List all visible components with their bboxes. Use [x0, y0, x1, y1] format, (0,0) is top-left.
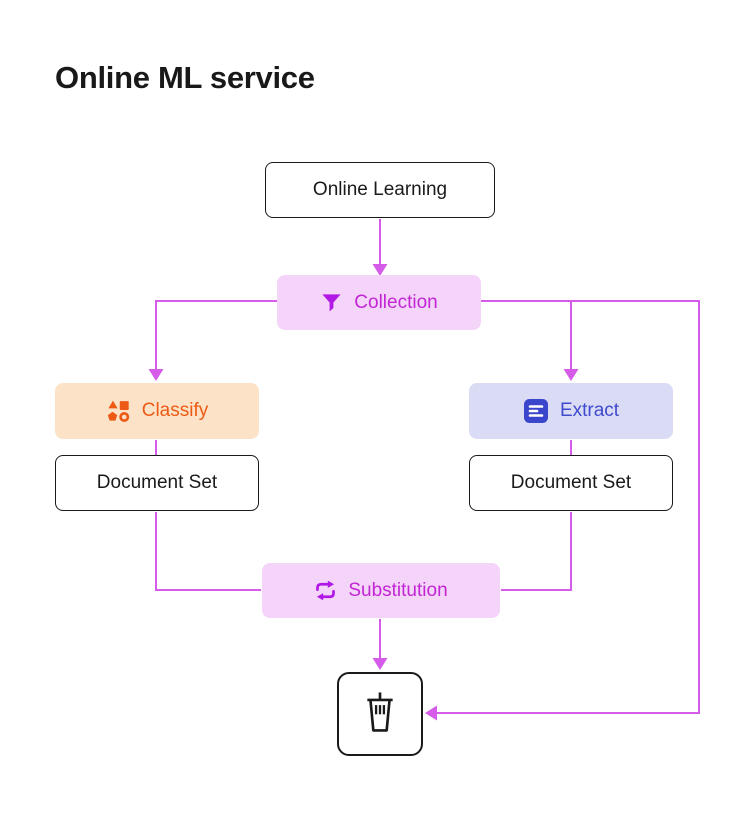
arrowhead-to-trash-side — [425, 705, 437, 721]
edge-document-set-right-to-substitution — [501, 512, 572, 591]
arrowhead-to-extract — [563, 369, 579, 381]
node-extract: Extract — [469, 383, 673, 439]
edge-collection-to-classify — [155, 300, 277, 371]
node-substitution: Substitution — [262, 563, 500, 618]
node-document-set-right-label: Document Set — [510, 472, 632, 493]
node-online-learning-label: Online Learning — [312, 179, 448, 200]
node-document-set-left: Document Set — [55, 455, 259, 511]
edge-document-set-left-to-substitution — [155, 512, 261, 591]
page-title: Online ML service — [55, 60, 315, 95]
arrowhead-to-classify — [148, 369, 164, 381]
arrowhead-to-collection — [372, 264, 388, 276]
node-extract-label: Extract — [559, 400, 620, 421]
node-document-set-left-label: Document Set — [96, 472, 218, 493]
trash-icon — [360, 689, 400, 740]
node-trash — [337, 672, 423, 756]
node-online-learning: Online Learning — [265, 162, 495, 218]
node-classify: Classify — [55, 383, 259, 439]
edge-collection-to-trash — [437, 300, 700, 714]
node-document-set-right: Document Set — [469, 455, 673, 511]
repeat-icon — [314, 579, 337, 602]
funnel-icon — [320, 291, 343, 314]
shapes-icon — [106, 399, 131, 424]
node-classify-label: Classify — [141, 400, 209, 421]
document-lines-icon — [523, 398, 549, 424]
node-collection-label: Collection — [354, 291, 438, 313]
node-collection: Collection — [277, 275, 481, 330]
arrowhead-to-trash-top — [372, 658, 388, 670]
node-substitution-label: Substitution — [348, 579, 448, 601]
